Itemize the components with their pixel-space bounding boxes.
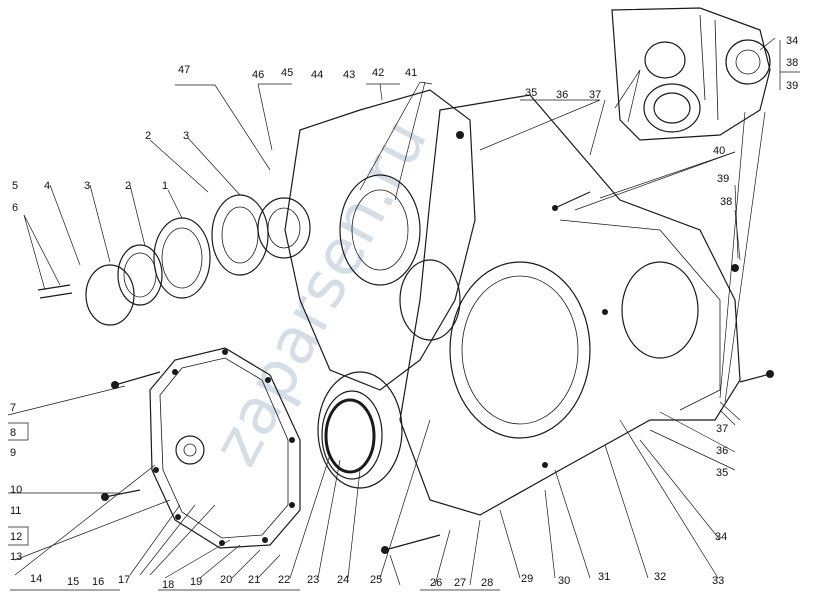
callout-9: 9: [10, 447, 16, 459]
callout-30: 30: [558, 575, 570, 587]
seal-stack: [37, 194, 311, 326]
callout-34-upper: 34: [786, 35, 798, 47]
callout-6: 6: [12, 202, 18, 214]
callout-35-upper: 35: [525, 87, 537, 99]
gear-housing: [284, 89, 476, 391]
callout-19: 19: [190, 576, 202, 588]
callout-28: 28: [481, 577, 493, 589]
callout-37: 37: [716, 423, 728, 435]
callout-40: 40: [713, 145, 725, 157]
callout-41: 41: [405, 67, 417, 79]
callout-47: 47: [178, 64, 190, 76]
callout-16: 16: [92, 576, 104, 588]
callout-22: 22: [278, 574, 290, 586]
callout-32: 32: [654, 571, 666, 583]
callout-24: 24: [337, 574, 349, 586]
callout-23: 23: [307, 574, 319, 586]
callout-25: 25: [370, 574, 382, 586]
callout-1: 1: [162, 180, 168, 192]
callout-labels: 5 6 4 3 2 1 2 3 47 46 45 44 43 42 41 35 …: [10, 35, 798, 591]
callout-29: 29: [521, 573, 533, 585]
watermark: zaparsen.ru: [199, 108, 442, 478]
callout-21: 21: [248, 574, 260, 586]
front-cover: [149, 347, 301, 549]
upper-housing-fragment: [611, 7, 771, 141]
oil-seal-ring: [317, 371, 403, 489]
callout-43: 43: [343, 69, 355, 81]
rear-cover: [399, 94, 741, 516]
callout-36: 36: [716, 445, 728, 457]
callout-33: 33: [712, 575, 724, 587]
callout-44: 44: [311, 69, 323, 81]
callout-45: 45: [281, 67, 293, 79]
leader-lines: [7, 37, 800, 591]
callout-12: 12: [10, 531, 22, 543]
callout-18: 18: [162, 579, 174, 591]
callout-2-upper: 2: [145, 130, 151, 142]
callout-27: 27: [454, 577, 466, 589]
callout-3-upper: 3: [183, 130, 189, 142]
callout-2: 2: [125, 180, 131, 192]
callout-15: 15: [67, 576, 79, 588]
callout-38-upper: 38: [786, 57, 798, 69]
callout-36-upper: 36: [556, 89, 568, 101]
callout-34: 34: [715, 531, 727, 543]
callout-10: 10: [10, 484, 22, 496]
callout-37-upper: 37: [589, 89, 601, 101]
callout-5: 5: [12, 180, 18, 192]
callout-26: 26: [430, 577, 442, 589]
callout-3: 3: [84, 180, 90, 192]
callout-46: 46: [252, 69, 264, 81]
callout-31: 31: [598, 571, 610, 583]
callout-39: 39: [717, 173, 729, 185]
callout-7: 7: [10, 402, 16, 414]
callout-8: 8: [10, 427, 16, 439]
callout-14: 14: [30, 573, 42, 585]
callout-35: 35: [716, 467, 728, 479]
callout-11: 11: [10, 505, 21, 517]
callout-38: 38: [720, 196, 732, 208]
callout-4: 4: [44, 180, 50, 192]
callout-42: 42: [372, 67, 384, 79]
callout-20: 20: [220, 574, 232, 586]
callout-39-upper: 39: [786, 80, 798, 92]
callout-17: 17: [118, 574, 130, 586]
callout-13: 13: [10, 551, 22, 563]
bolts: [101, 131, 774, 554]
